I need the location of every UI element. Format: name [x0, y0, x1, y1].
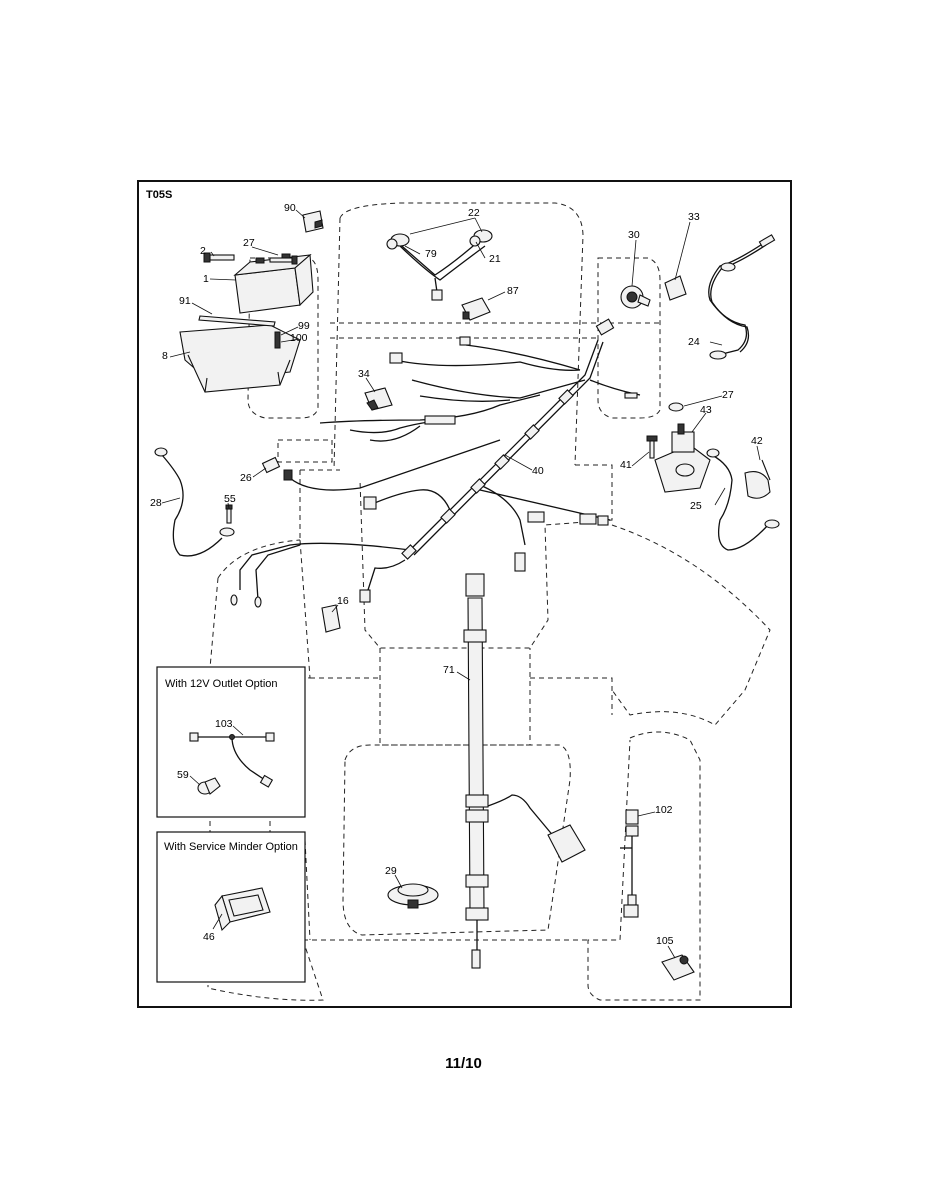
callout-29: 29 [385, 865, 397, 877]
outlet-option-box: With 12V Outlet Option [156, 666, 306, 818]
page-number: 11/10 [445, 1055, 482, 1072]
solenoid [654, 423, 711, 493]
callout-55: 55 [224, 493, 236, 505]
callout-30: 30 [628, 229, 640, 241]
callout-1: 1 [203, 273, 209, 285]
key-33 [664, 275, 687, 301]
boot-42 [744, 459, 771, 499]
callout-105: 105 [656, 935, 674, 947]
diagram-code: T05S [146, 189, 172, 201]
callout-33: 33 [688, 211, 700, 223]
callout-100: 100 [290, 332, 308, 344]
callout-103: 103 [215, 718, 233, 730]
callout-28: 28 [150, 497, 162, 509]
callout-91: 91 [179, 295, 191, 307]
battery-box [179, 324, 301, 393]
headlight-harness [386, 229, 493, 301]
washer-27 [668, 402, 684, 412]
harness-71 [463, 573, 586, 969]
callout-27-solenoid: 27 [722, 389, 734, 401]
callout-59: 59 [177, 769, 189, 781]
callout-26: 26 [240, 472, 252, 484]
hour-meter-29 [387, 883, 439, 909]
cable-24 [708, 234, 776, 360]
key-switch-34 [364, 387, 393, 411]
callout-87: 87 [507, 285, 519, 297]
callout-99: 99 [298, 320, 310, 332]
service-minder-option-title: With Service Minder Option [164, 841, 298, 853]
callout-71: 71 [443, 664, 455, 676]
callout-8: 8 [162, 350, 168, 362]
bolt-41 [646, 435, 658, 459]
callout-labels: 90 22 33 2 27 79 21 30 1 87 91 99 100 8 … [150, 202, 763, 947]
chassis-outline [207, 202, 771, 1001]
switch-87 [461, 297, 491, 321]
callout-27-battery: 27 [243, 237, 255, 249]
callout-40: 40 [532, 465, 544, 477]
callout-21: 21 [489, 253, 501, 265]
connector-26 [261, 456, 293, 481]
callout-22: 22 [468, 207, 480, 219]
callout-24: 24 [688, 336, 700, 348]
relay-105 [661, 954, 695, 981]
harness-102 [620, 809, 639, 918]
ground-cable-28 [154, 447, 235, 557]
main-wire-harness [230, 318, 641, 608]
callout-43: 43 [700, 404, 712, 416]
leader-lines [161, 209, 761, 959]
connector-16 [321, 604, 341, 633]
callout-34: 34 [358, 368, 370, 380]
callout-79: 79 [425, 248, 437, 260]
battery-bolt [203, 252, 235, 263]
callout-25: 25 [690, 500, 702, 512]
callout-102: 102 [655, 804, 673, 816]
callout-2: 2 [200, 245, 206, 257]
battery-strap [198, 315, 276, 327]
ignition-switch [620, 285, 651, 309]
callout-42: 42 [751, 435, 763, 447]
callout-90: 90 [284, 202, 296, 214]
fuse-holder-90 [302, 210, 324, 233]
outlet-option-title: With 12V Outlet Option [165, 678, 278, 690]
diagram-frame [137, 180, 792, 1008]
service-minder-option-box: With Service Minder Option [156, 831, 306, 983]
battery [233, 253, 314, 314]
battery-screw [269, 255, 298, 265]
callout-46: 46 [203, 931, 215, 943]
callout-16: 16 [337, 595, 349, 607]
callout-41: 41 [620, 459, 632, 471]
battery-nut [274, 331, 281, 349]
cable-25 [706, 448, 780, 551]
